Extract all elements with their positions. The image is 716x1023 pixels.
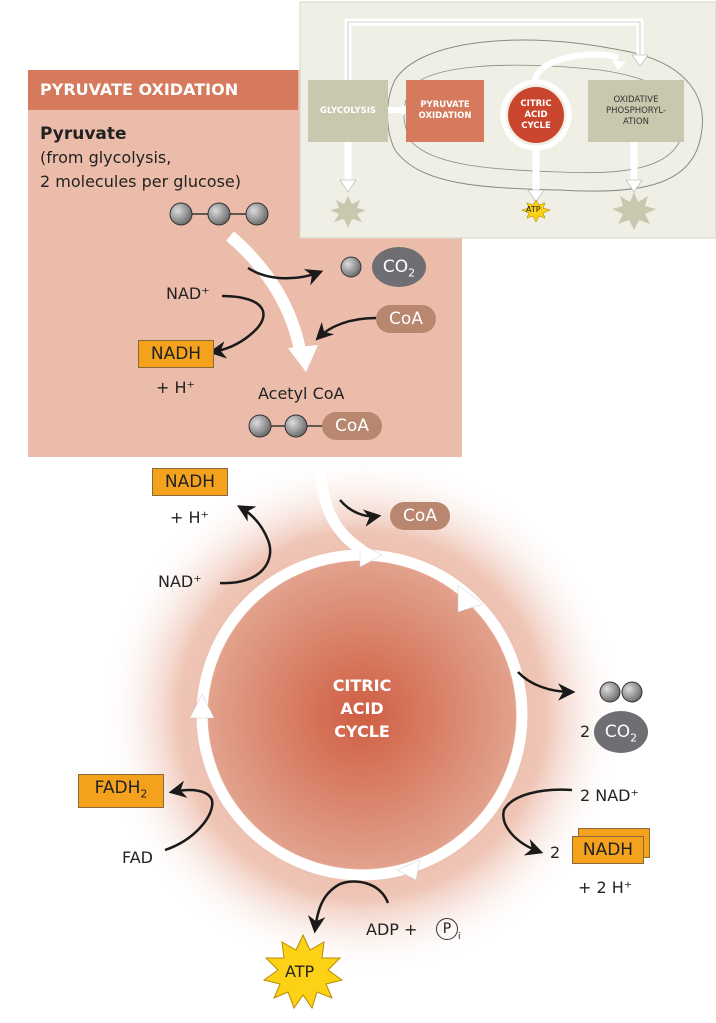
inset-citric-label-3: CYCLE [521, 120, 551, 131]
co2-cycle-text: CO [604, 722, 631, 742]
co2-subscript: 2 [408, 266, 416, 280]
coa-in-arrow [315, 316, 377, 341]
fad-arrow [164, 780, 214, 852]
h-plus-top: + H⁺ [170, 508, 209, 527]
ring-arrow-top [359, 542, 383, 568]
nadh-box-top: NADH [152, 468, 228, 496]
inset-star-oxphos [612, 192, 656, 230]
nad-to-nadh-arrow [208, 294, 265, 359]
phosphate-subscript: i [458, 932, 461, 942]
inset-pyruvate-label-1: PYRUVATE [420, 100, 470, 110]
co2-badge-cycle: CO2 [594, 711, 648, 753]
inset-oxphos-box: OXIDATIVE PHOSPHORYL- ATION [588, 80, 684, 142]
pyruvate-carbon-1 [169, 202, 193, 226]
inset-glycolysis-box: GLYCOLYSIS [308, 80, 388, 142]
co2-release-arrow [247, 266, 324, 286]
phosphate-symbol: P [442, 921, 452, 937]
cycle-center-line-1: CITRIC [332, 676, 392, 695]
h-plus-right: + 2 H⁺ [578, 878, 633, 897]
h-plus-panel: + H⁺ [156, 378, 195, 397]
co2-badge-panel: CO2 [372, 247, 426, 287]
adp-pi-label: ADP + [366, 920, 418, 939]
atp-star [262, 933, 344, 1010]
pyruvate-note-line-2: 2 molecules per glucose) [40, 172, 241, 191]
pyruvate-label: Pyruvate [40, 124, 127, 144]
inset-oxphos-label-3: ATION [623, 116, 649, 127]
co2-carbon [340, 256, 362, 278]
inset-pyruvate-label-2: OXIDATION [418, 111, 472, 121]
pyruvate-note-line-1: (from glycolysis, [40, 148, 172, 167]
inset-star-glycolysis [330, 196, 366, 228]
atp-label: ATP [285, 962, 315, 981]
co2-text: CO [382, 257, 409, 277]
pyruvate-carbon-3 [245, 202, 269, 226]
co2-carbon-a [599, 681, 621, 703]
nad-label-top: NAD⁺ [158, 572, 202, 591]
co2-count: 2 [580, 722, 591, 741]
phosphate-icon: P [436, 918, 458, 940]
inset-citric-acid-cycle: CITRIC ACID CYCLE [508, 87, 564, 143]
co2-carbon-b [621, 681, 643, 703]
fadh2-text: FADH [94, 778, 141, 798]
inset-pyruvate-oxidation-box: PYRUVATE OXIDATION [406, 80, 484, 142]
panel-header-bar [28, 70, 298, 110]
nadh-box-panel: NADH [138, 340, 214, 368]
coa-in-badge: CoA [376, 305, 436, 333]
nad-right-arrow [502, 788, 573, 856]
inset-glycolysis-label: GLYCOLYSIS [319, 105, 377, 116]
inset-atp-label: ATP [526, 205, 541, 214]
fadh2-subscript: 2 [140, 787, 148, 801]
inset-citric-label-2: ACID [524, 109, 548, 120]
ring-arrow-upper-right [457, 584, 484, 613]
acetyl-carbon-2 [284, 414, 308, 438]
cycle-center-line-2: ACID [340, 699, 384, 718]
fadh2-box: FADH2 [78, 774, 164, 809]
nad-label-panel: NAD⁺ [166, 284, 210, 303]
nadh-right-count: 2 [550, 843, 561, 862]
acetyl-coa-label: Acetyl CoA [258, 384, 345, 403]
coa-out-badge: CoA [390, 502, 450, 530]
co2-release-right-arrow [517, 671, 576, 701]
acetyl-carbon-1 [248, 414, 272, 438]
fad-label: FAD [122, 848, 153, 867]
nad-top-arrow [219, 505, 272, 585]
acetyl-coa-tag: CoA [322, 412, 382, 440]
ring-arrow-bottom [396, 859, 421, 881]
cycle-disc [208, 561, 516, 869]
inset-star-atp [521, 199, 551, 223]
nadh-box-right: NADH [572, 836, 644, 864]
inset-citric-label-1: CITRIC [520, 98, 552, 109]
nad-label-right: 2 NAD⁺ [580, 786, 639, 805]
panel-title: PYRUVATE OXIDATION [40, 80, 239, 99]
pyruvate-carbon-2 [207, 202, 231, 226]
cycle-center-line-3: CYCLE [334, 722, 390, 741]
inset-oxphos-label-2: PHOSPHORYL- [605, 105, 667, 116]
ring-arrow-left [189, 693, 215, 719]
mitochondrion-outline [387, 39, 703, 192]
acetylcoa-into-cycle-arrow [314, 464, 366, 555]
inset-oxphos-label-1: OXIDATIVE [613, 94, 659, 105]
pyruvate-to-acetylcoa-arrow [226, 231, 306, 352]
adp-to-atp-arrow [307, 880, 390, 934]
co2-cycle-subscript: 2 [630, 731, 638, 745]
